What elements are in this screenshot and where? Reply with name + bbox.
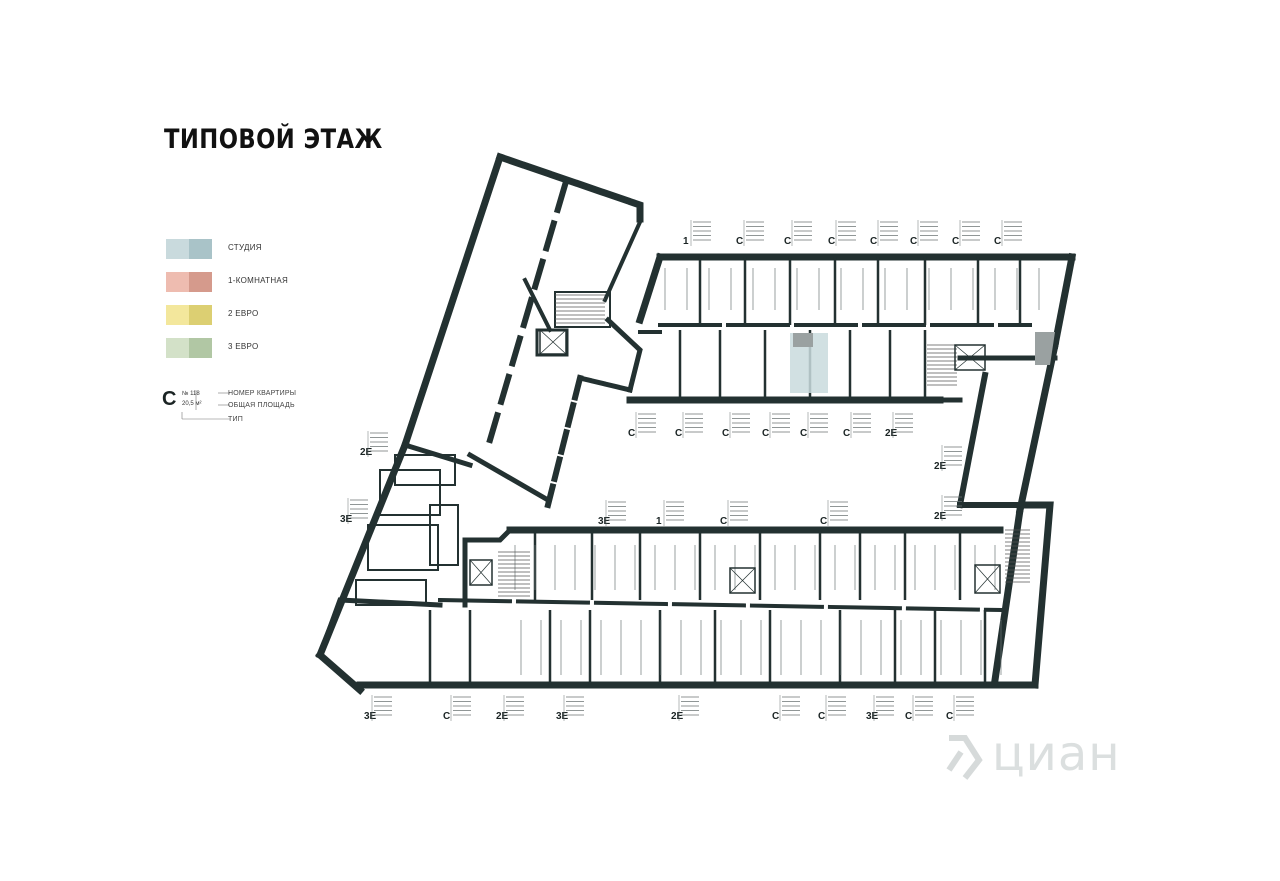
apartment-type-label: С	[818, 711, 825, 722]
apartment-type-label: С	[946, 711, 953, 722]
page-title: ТИПОВОЙ ЭТАЖ	[164, 124, 383, 155]
apartment-type-label: С	[828, 236, 835, 247]
lift-cross	[954, 344, 986, 371]
key-number: № 118	[182, 391, 200, 397]
lift-shaft	[469, 559, 493, 586]
apartment-type-label: 2Е	[885, 428, 898, 439]
west-wing-room	[355, 579, 427, 606]
apartment-type-label: С	[722, 428, 729, 439]
legend-swatch	[166, 272, 212, 292]
legend-label: 1-КОМНАТНАЯ	[228, 276, 289, 285]
plan-fills	[790, 332, 1055, 393]
apartment-type-label: 3Е	[340, 514, 353, 525]
apartment-type-label: С	[720, 516, 727, 527]
apartment-type-label: 3Е	[364, 711, 377, 722]
cian-logo-icon	[946, 735, 983, 780]
apartment-type-label: С	[820, 516, 827, 527]
key-area-label: ОБЩАЯ ПЛОЩАДЬ	[228, 402, 295, 409]
stairwell	[927, 344, 957, 386]
lift-cross	[539, 329, 567, 355]
apartment-type-label: С	[800, 428, 807, 439]
west-wing-room	[429, 504, 459, 566]
lift-shaft	[954, 344, 986, 371]
lift	[729, 567, 756, 594]
key-type: С	[162, 388, 177, 410]
legend-swatch	[166, 239, 212, 259]
apartment-type-label: 1	[683, 236, 689, 247]
lift-shaft	[539, 329, 567, 355]
key-number-label: НОМЕР КВАРТИРЫ	[228, 390, 297, 397]
lift-shaft	[729, 567, 756, 594]
apartment-type-label: С	[736, 236, 743, 247]
watermark-text: циан	[992, 726, 1121, 782]
apartment-type-label: С	[994, 236, 1001, 247]
apartment-type-label: С	[628, 428, 635, 439]
apartment-type-label: С	[905, 711, 912, 722]
stairwell	[498, 551, 530, 597]
lift	[974, 564, 1001, 594]
key-leader-lines	[181, 390, 230, 420]
apartment-type-label: 3Е	[866, 711, 879, 722]
lift	[539, 329, 567, 355]
apartment-type-label: С	[870, 236, 877, 247]
legend-label: 2 ЕВРО	[228, 309, 259, 318]
lift-cross	[974, 564, 1001, 594]
stairwell	[1005, 529, 1030, 583]
apartment-type-label: 1	[656, 516, 662, 527]
apartment-type-label: 3Е	[598, 516, 611, 527]
legend-label: 3 ЕВРО	[228, 342, 259, 351]
apartment-type-label: С	[843, 428, 850, 439]
lift	[954, 344, 986, 371]
apartment-type-label: 3Е	[556, 711, 569, 722]
lift-shaft	[974, 564, 1001, 594]
apartment-type-label: 2Е	[934, 461, 947, 472]
legend-swatch	[166, 305, 212, 325]
apartment-type-label: 2Е	[671, 711, 684, 722]
legend-swatch	[166, 338, 212, 358]
apartment-type-label: С	[772, 711, 779, 722]
lift	[469, 559, 493, 586]
legend-label: СТУДИЯ	[228, 243, 262, 252]
west-wing-room	[367, 524, 439, 571]
legend-key: С № 118 20,5 м² НОМЕР КВАРТИРЫ ОБЩАЯ ПЛО…	[162, 388, 302, 428]
apartment-type-label: 2Е	[496, 711, 509, 722]
plan-walls	[315, 152, 1077, 695]
apartment-type-label: С	[762, 428, 769, 439]
apartment-type-label: 2Е	[934, 511, 947, 522]
apartment-type-label: С	[784, 236, 791, 247]
apartment-type-label: С	[443, 711, 450, 722]
apartment-type-label: 2Е	[360, 447, 373, 458]
west-wing-room	[379, 469, 441, 516]
key-type-label: ТИП	[228, 416, 243, 423]
key-area: 20,5 м²	[182, 401, 202, 407]
west-wing-room	[394, 454, 456, 486]
stairwell	[555, 294, 605, 324]
apartment-type-label: С	[952, 236, 959, 247]
service-core	[1035, 332, 1055, 365]
lift-cross	[469, 559, 493, 586]
lift-cross	[729, 567, 756, 594]
apartment-type-label: С	[675, 428, 682, 439]
service-core	[793, 333, 813, 347]
apartment-type-label: С	[910, 236, 917, 247]
plan-rooms	[355, 257, 1040, 685]
